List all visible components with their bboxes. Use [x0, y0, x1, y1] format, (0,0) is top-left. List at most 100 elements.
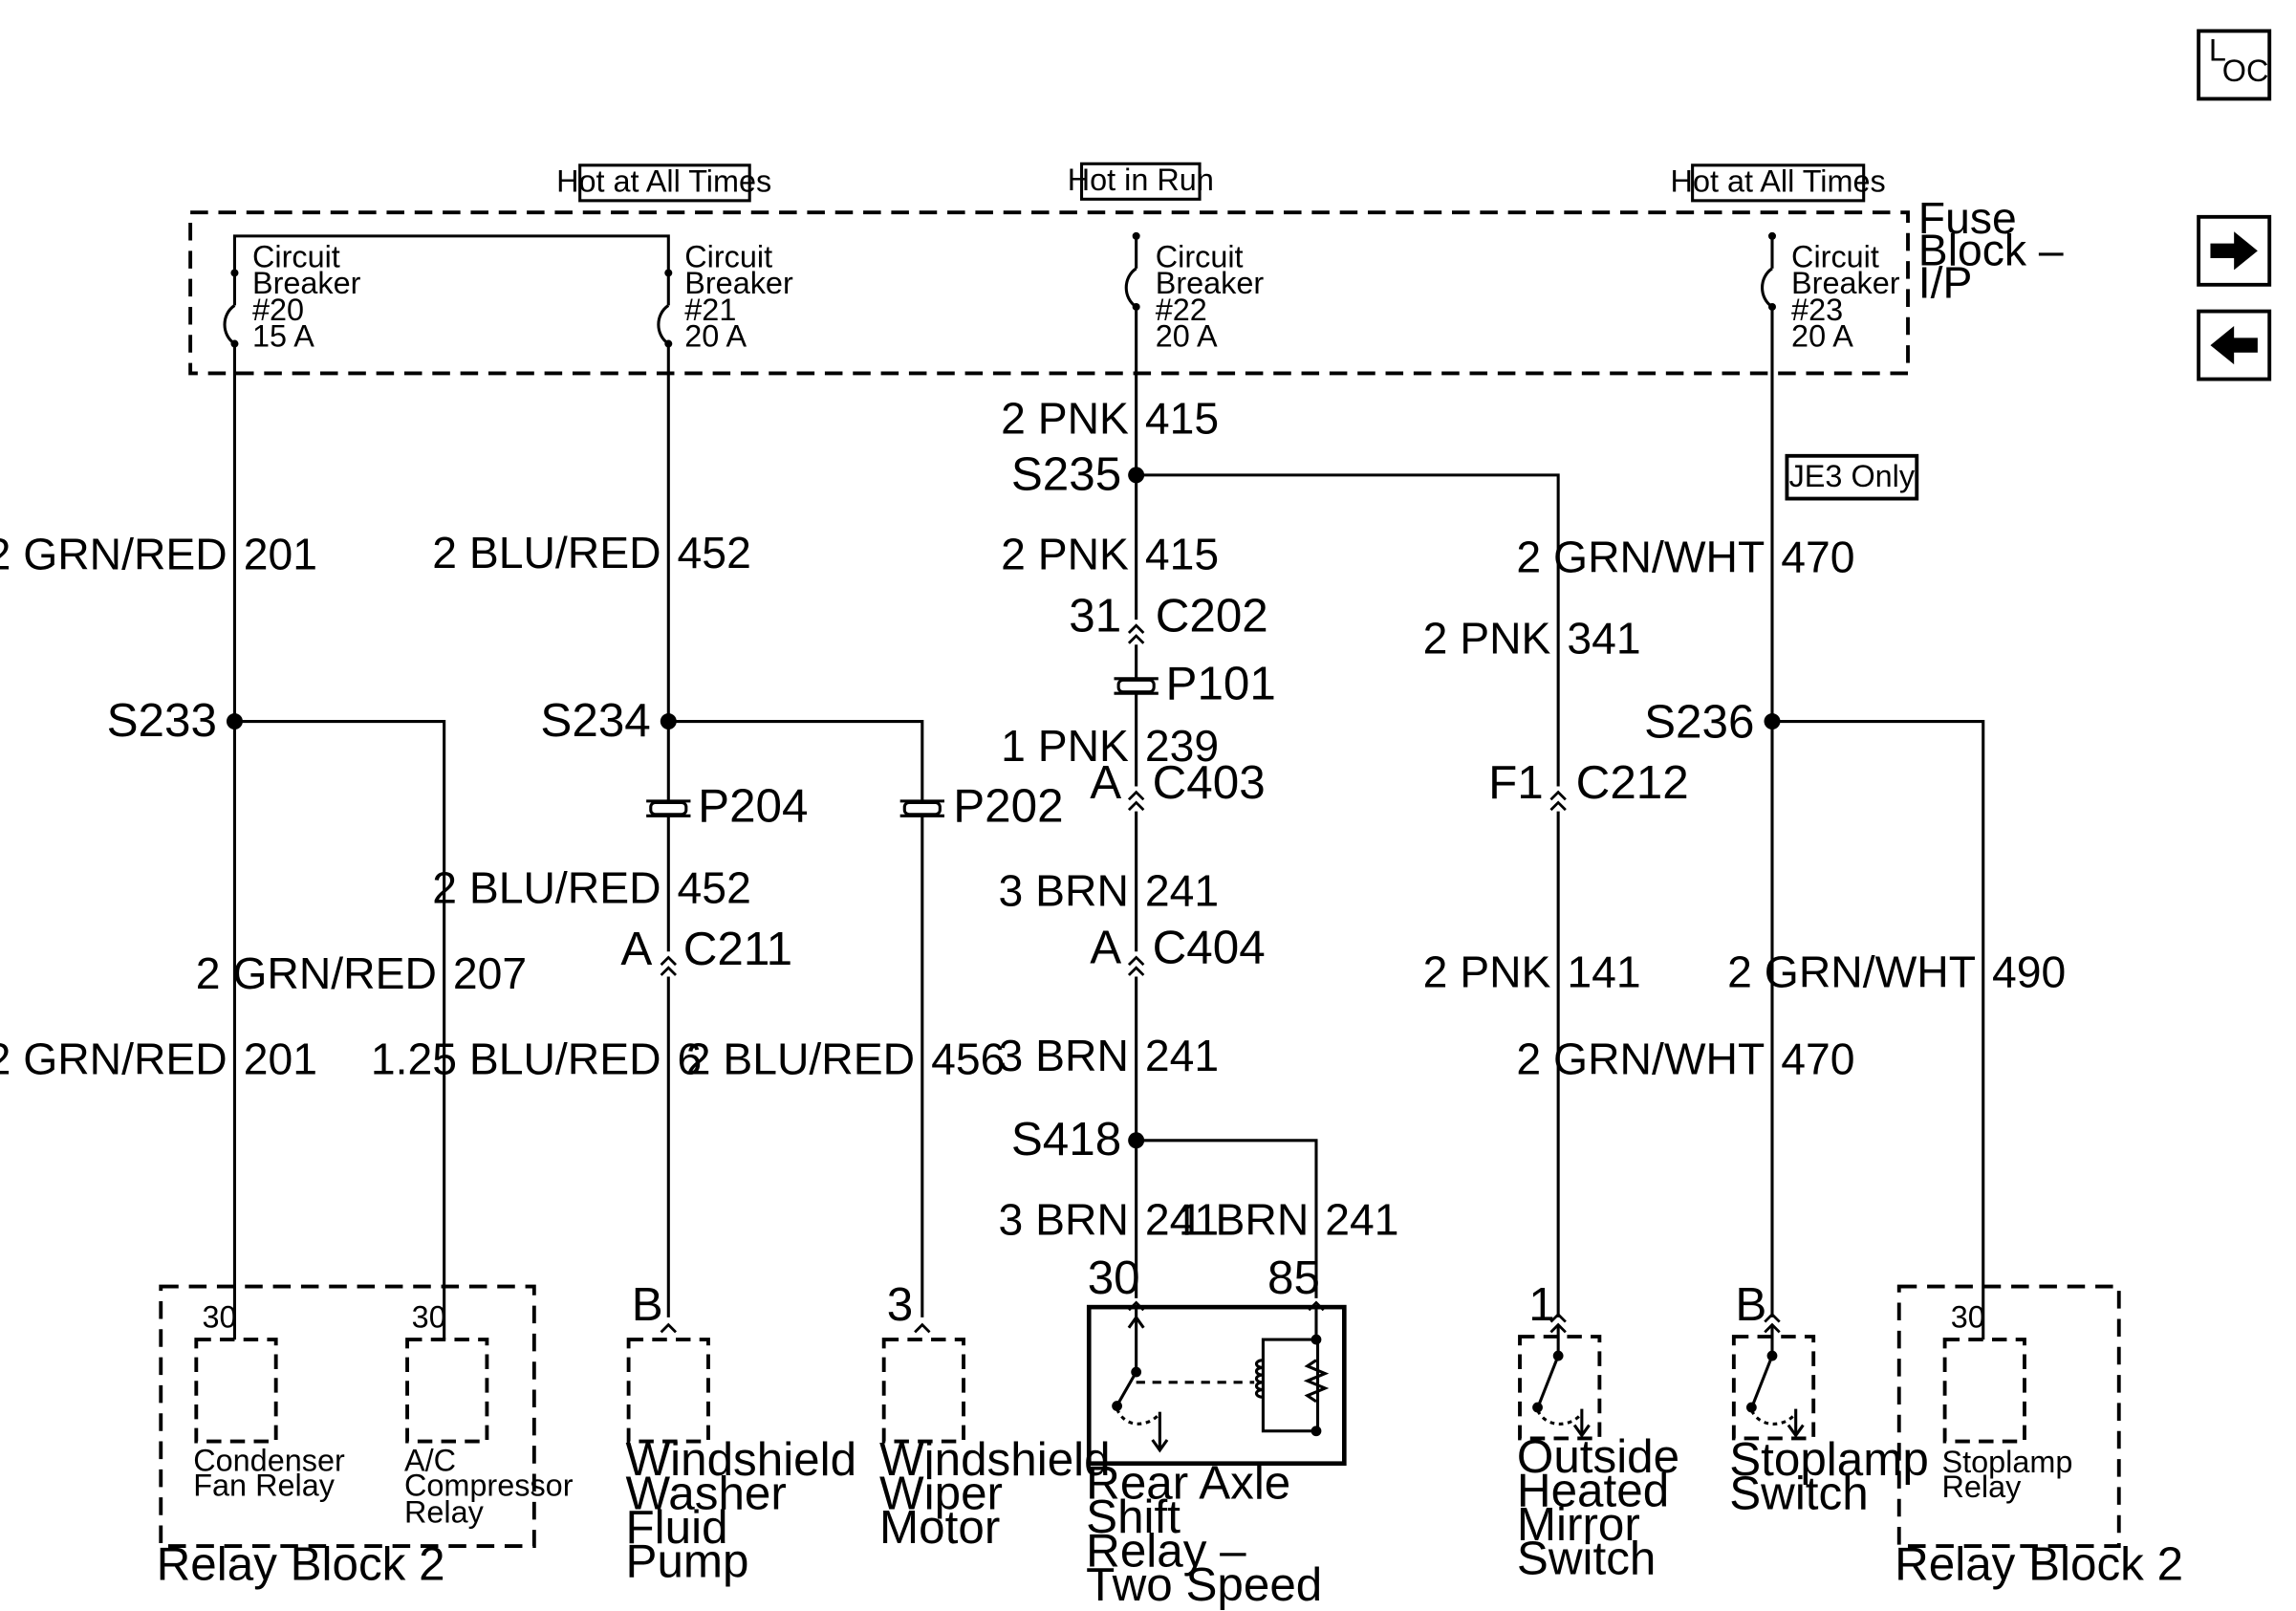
connector-c211: A C211 — [620, 923, 792, 977]
wire-label-207: 2 GRN/RED 207 — [196, 948, 527, 998]
splice-s234: S234 — [540, 694, 677, 747]
svg-text:Stoplamp: Stoplamp — [1729, 1433, 1929, 1486]
svg-text:Wiper: Wiper — [879, 1468, 1003, 1520]
svg-text:2 PNK: 2 PNK — [1001, 394, 1129, 444]
arrow-left-icon — [2210, 326, 2258, 365]
loc-button[interactable]: L OC — [2197, 29, 2272, 101]
svg-text:Relay: Relay — [404, 1494, 485, 1529]
svg-text:241: 241 — [1145, 865, 1219, 915]
svg-text:A: A — [1090, 756, 1121, 809]
wire-label-241-c: 3 BRN 241 — [999, 1195, 1220, 1245]
svg-text:C202: C202 — [1156, 589, 1268, 642]
svg-text:141: 141 — [1567, 947, 1640, 996]
svg-text:85: 85 — [1267, 1252, 1320, 1304]
wire-label-239: 1 PNK 239 — [1001, 721, 1219, 771]
wire-label-470-top: 2 GRN/WHT 470 — [1516, 533, 1854, 582]
svg-text:2 BLU/RED: 2 BLU/RED — [432, 528, 661, 577]
svg-text:Pump: Pump — [626, 1535, 749, 1588]
svg-text:31: 31 — [1069, 589, 1121, 642]
wire-label-470-bottom: 2 GRN/WHT 470 — [1516, 1034, 1854, 1083]
circuit-breaker-22: Circuit Breaker #22 20 A — [1124, 230, 1265, 354]
svg-text:JE3 Only: JE3 Only — [1789, 459, 1916, 493]
svg-text:207: 207 — [453, 948, 527, 998]
svg-text:Switch: Switch — [1729, 1468, 1868, 1520]
svg-text:A: A — [1090, 922, 1121, 974]
svg-text:Breaker: Breaker — [1156, 266, 1265, 300]
svg-text:Breaker: Breaker — [684, 266, 793, 300]
wire-lines — [232, 306, 1985, 1340]
svg-text:20 A: 20 A — [1156, 319, 1218, 354]
svg-text:2 GRN/WHT: 2 GRN/WHT — [1516, 1034, 1765, 1083]
relay-block-right: Relay Block 2 30 Stoplamp Relay — [1895, 1284, 2183, 1591]
wire-label-241-d: 1 BRN 241 — [1179, 1195, 1399, 1245]
connector-c202: 31 C202 — [1069, 589, 1268, 645]
svg-text:490: 490 — [1992, 947, 2066, 996]
svg-text:Breaker: Breaker — [1791, 266, 1900, 300]
next-page-button[interactable] — [2197, 214, 2272, 287]
fuse-block-label-2: Block – — [1918, 226, 2064, 275]
svg-text:B: B — [1735, 1278, 1766, 1331]
svg-text:Rear Axle: Rear Axle — [1086, 1457, 1290, 1510]
hot-label-center: Hot in Run — [1068, 162, 1214, 201]
svg-text:1.25 BLU/RED: 1.25 BLU/RED — [371, 1034, 661, 1083]
stoplamp-relay: 30 Stoplamp Relay — [1942, 1300, 2073, 1504]
heated-mirror-switch: 1 Outside Heated Mirror Switch — [1517, 1278, 1679, 1584]
fuse-block-label-1: Fuse — [1918, 193, 2017, 243]
svg-text:Circuit: Circuit — [1156, 239, 1244, 273]
rear-axle-shift-relay: 30 85 Rear Axle Shift Relay – Two Speed — [1086, 1252, 1347, 1611]
svg-text:452: 452 — [678, 528, 751, 577]
loc-l-text: L — [2209, 33, 2226, 67]
svg-text:P101: P101 — [1166, 657, 1276, 709]
connector-c404: A C404 — [1090, 922, 1266, 977]
svg-text:2 GRN/RED: 2 GRN/RED — [0, 530, 227, 579]
svg-text:20 A: 20 A — [1791, 319, 1853, 354]
svg-text:2 GRN/RED: 2 GRN/RED — [196, 948, 437, 998]
svg-text:Mirror: Mirror — [1517, 1498, 1640, 1551]
svg-text:Windshield: Windshield — [879, 1433, 1111, 1486]
svg-text:30: 30 — [412, 1300, 446, 1335]
circuit-breaker-icon — [223, 267, 241, 350]
svg-text:2 GRN/WHT: 2 GRN/WHT — [1727, 947, 1976, 996]
svg-text:456: 456 — [931, 1034, 1005, 1083]
svg-text:Relay –: Relay – — [1086, 1525, 1246, 1578]
circuit-breaker-icon — [1761, 230, 1778, 313]
prev-page-button[interactable] — [2197, 309, 2272, 381]
svg-text:6: 6 — [678, 1034, 703, 1083]
svg-text:Motor: Motor — [879, 1501, 1000, 1554]
ac-compressor-relay: 30 A/C Compressor Relay — [404, 1300, 574, 1530]
svg-text:201: 201 — [244, 1034, 317, 1083]
wire-label-241-b: 3 BRN 241 — [999, 1031, 1220, 1080]
loc-oc-text: OC — [2222, 54, 2269, 88]
svg-text:Heated: Heated — [1517, 1464, 1669, 1516]
circuit-breaker-icon — [657, 267, 674, 350]
circuit-breaker-20: Circuit Breaker #20 15 A — [223, 239, 361, 354]
svg-text:#21: #21 — [684, 293, 736, 327]
svg-text:20 A: 20 A — [684, 319, 747, 354]
wire-label-341: 2 PNK 341 — [1423, 614, 1641, 664]
svg-text:2 GRN/WHT: 2 GRN/WHT — [1516, 533, 1765, 582]
svg-text:C211: C211 — [683, 923, 792, 975]
hot-label-left: Hot at All Times — [556, 163, 771, 203]
svg-text:Washer: Washer — [626, 1468, 787, 1520]
svg-text:3 BRN: 3 BRN — [999, 865, 1129, 915]
wire-label-452-mid: 2 BLU/RED 452 — [432, 862, 751, 912]
connector-c403: A C403 — [1090, 756, 1266, 812]
svg-text:A/C: A/C — [404, 1443, 456, 1477]
svg-text:Condenser: Condenser — [193, 1443, 345, 1477]
passthrough-p101: P101 — [1112, 657, 1276, 709]
svg-text:239: 239 — [1145, 721, 1219, 771]
svg-text:Two Speed: Two Speed — [1086, 1558, 1322, 1611]
svg-text:341: 341 — [1567, 614, 1640, 664]
wire-label-452-top: 2 BLU/RED 452 — [432, 528, 751, 577]
wire-label-6: 1.25 BLU/RED 6 — [371, 1034, 702, 1083]
svg-text:Compressor: Compressor — [404, 1469, 574, 1503]
circuit-breaker-21: Circuit Breaker #21 20 A — [657, 239, 793, 354]
svg-text:F1: F1 — [1488, 756, 1544, 809]
svg-text:1: 1 — [1528, 1278, 1554, 1331]
svg-text:415: 415 — [1145, 394, 1219, 444]
passthrough-p202: P202 — [899, 779, 1064, 832]
svg-text:#23: #23 — [1791, 293, 1843, 327]
connector-c212: F1 C212 — [1488, 756, 1689, 812]
splice-s233: S233 — [107, 694, 243, 747]
arrow-right-icon — [2210, 231, 2258, 271]
